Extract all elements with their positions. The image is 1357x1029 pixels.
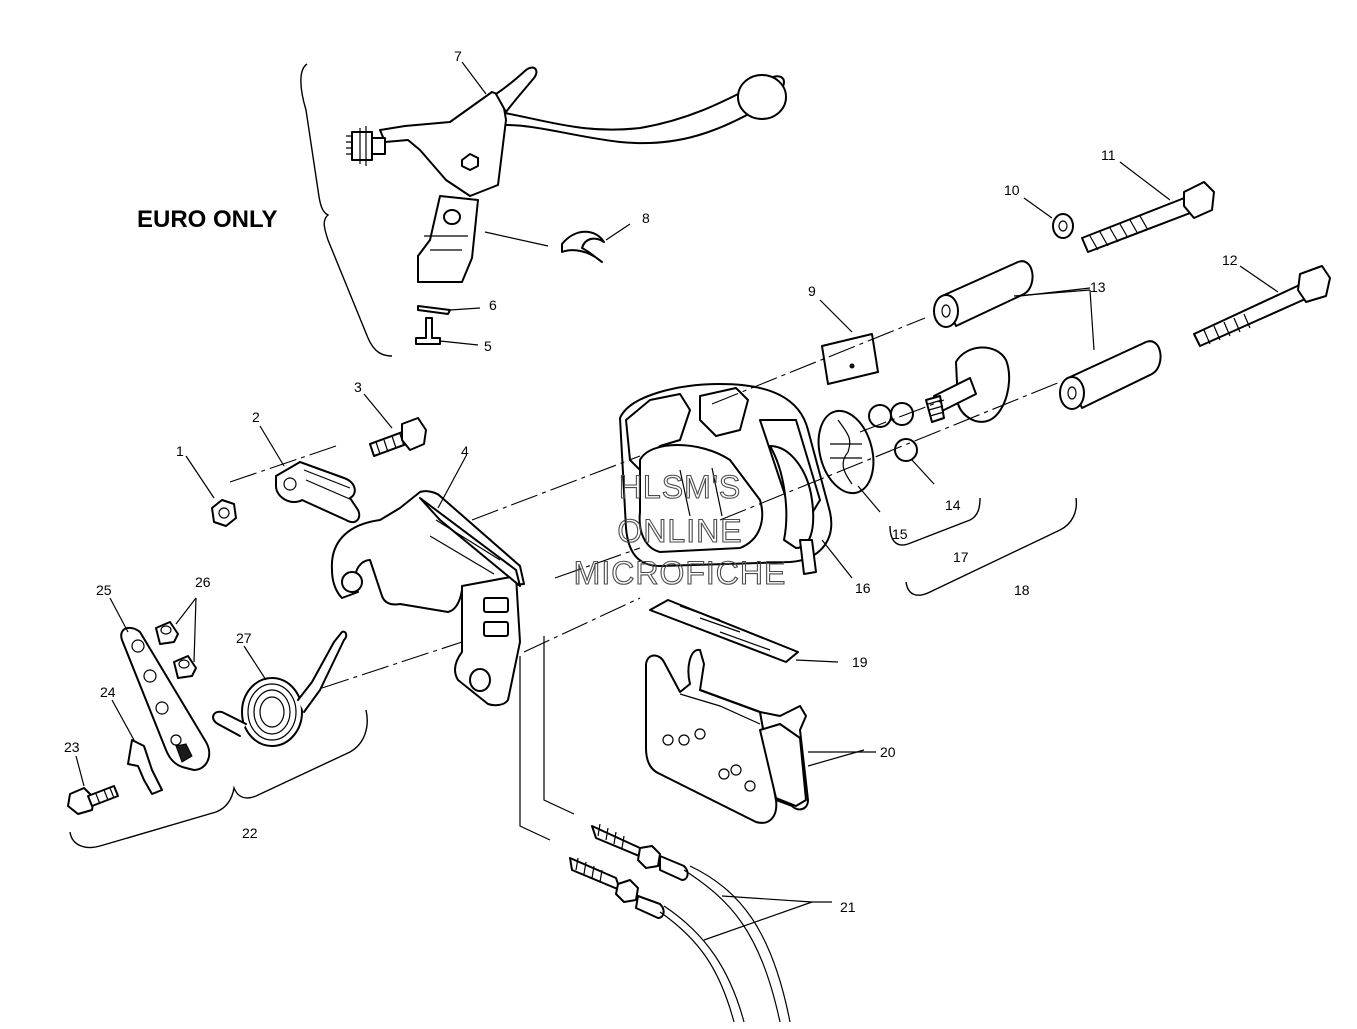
brake-lever-assembly <box>346 66 787 283</box>
part-13-sleeve-lower <box>1059 340 1162 410</box>
part-9-plate <box>821 333 879 385</box>
callout-13: 13 <box>1090 279 1106 295</box>
euro-only-brace <box>300 63 393 357</box>
callout-27: 27 <box>236 630 252 646</box>
callout-15: 15 <box>892 526 908 542</box>
callout-18: 18 <box>1014 582 1030 598</box>
watermark-line-2: ONLINE <box>617 513 742 549</box>
callout-5: 5 <box>484 338 492 354</box>
part-14-ball-a <box>868 404 892 428</box>
callout-24: 24 <box>100 684 116 700</box>
part-21-cables <box>519 636 791 1023</box>
callout-labels: 1 2 3 4 5 6 7 8 9 10 11 12 13 14 15 16 1… <box>64 48 1238 915</box>
callout-21: 21 <box>840 899 856 915</box>
callout-20: 20 <box>880 744 896 760</box>
lever-clamp <box>417 195 479 283</box>
bracket-17 <box>889 497 981 546</box>
part-25-arm <box>120 626 211 771</box>
bracket-22 <box>69 709 368 849</box>
part-20-brake-pads <box>645 648 809 824</box>
callout-14: 14 <box>945 497 961 513</box>
callout-23: 23 <box>64 739 80 755</box>
callout-9: 9 <box>808 283 816 299</box>
lever-ball-end <box>737 74 787 120</box>
callout-4: 4 <box>461 443 469 459</box>
watermark-line-1: HLSM'S <box>619 469 741 505</box>
callout-16: 16 <box>855 580 871 596</box>
part-11-bolt <box>1081 181 1215 253</box>
euro-only-label: EURO ONLY <box>137 206 277 233</box>
part-1-nut <box>211 499 237 527</box>
callout-6: 6 <box>489 297 497 313</box>
lever-pivot-nut <box>461 153 479 171</box>
callout-19: 19 <box>852 654 868 670</box>
watermark-line-3: MICROFICHE <box>574 555 787 591</box>
part-23-bolt <box>67 785 119 815</box>
part-8-bushing <box>561 230 605 263</box>
part-26-bushings <box>155 621 197 679</box>
part-24-clip <box>127 739 193 795</box>
callout-7: 7 <box>454 48 462 64</box>
part-2-clevis <box>275 461 361 524</box>
callout-3: 3 <box>354 379 362 395</box>
callout-11: 11 <box>1101 147 1116 163</box>
part-10-washer <box>1052 213 1074 239</box>
part-6-clip <box>417 305 451 315</box>
callout-8: 8 <box>642 210 650 226</box>
callout-25: 25 <box>96 582 112 598</box>
part-15-ramp-disc <box>817 409 875 495</box>
part-12-bolt <box>1193 265 1331 347</box>
part-4-bracket <box>330 490 525 707</box>
part-14-ball-c <box>894 438 918 462</box>
lever-finger <box>495 66 538 113</box>
bracket-18 <box>905 497 1078 596</box>
lever-blade <box>477 75 785 145</box>
part-16-caliper <box>619 383 833 575</box>
clamp-bolt <box>443 209 461 225</box>
callout-26: 26 <box>195 574 211 590</box>
callout-1: 1 <box>176 443 184 459</box>
callout-2: 2 <box>252 409 260 425</box>
adjuster-knob <box>351 131 386 161</box>
part-13-sleeve-upper <box>933 260 1034 328</box>
callout-10: 10 <box>1004 182 1020 198</box>
actuator-cam <box>925 346 1011 423</box>
part-19-shim <box>649 599 799 663</box>
part-27-spring <box>212 630 348 747</box>
callout-17: 17 <box>953 549 969 565</box>
watermark: HLSM'S ONLINE MICROFICHE <box>573 468 787 591</box>
part-14-ball-b <box>890 402 914 426</box>
callout-22: 22 <box>242 825 258 841</box>
part-3-bolt <box>369 417 427 457</box>
callout-12: 12 <box>1222 252 1238 268</box>
lever-perch <box>379 91 507 197</box>
part-5-screw <box>415 317 441 345</box>
